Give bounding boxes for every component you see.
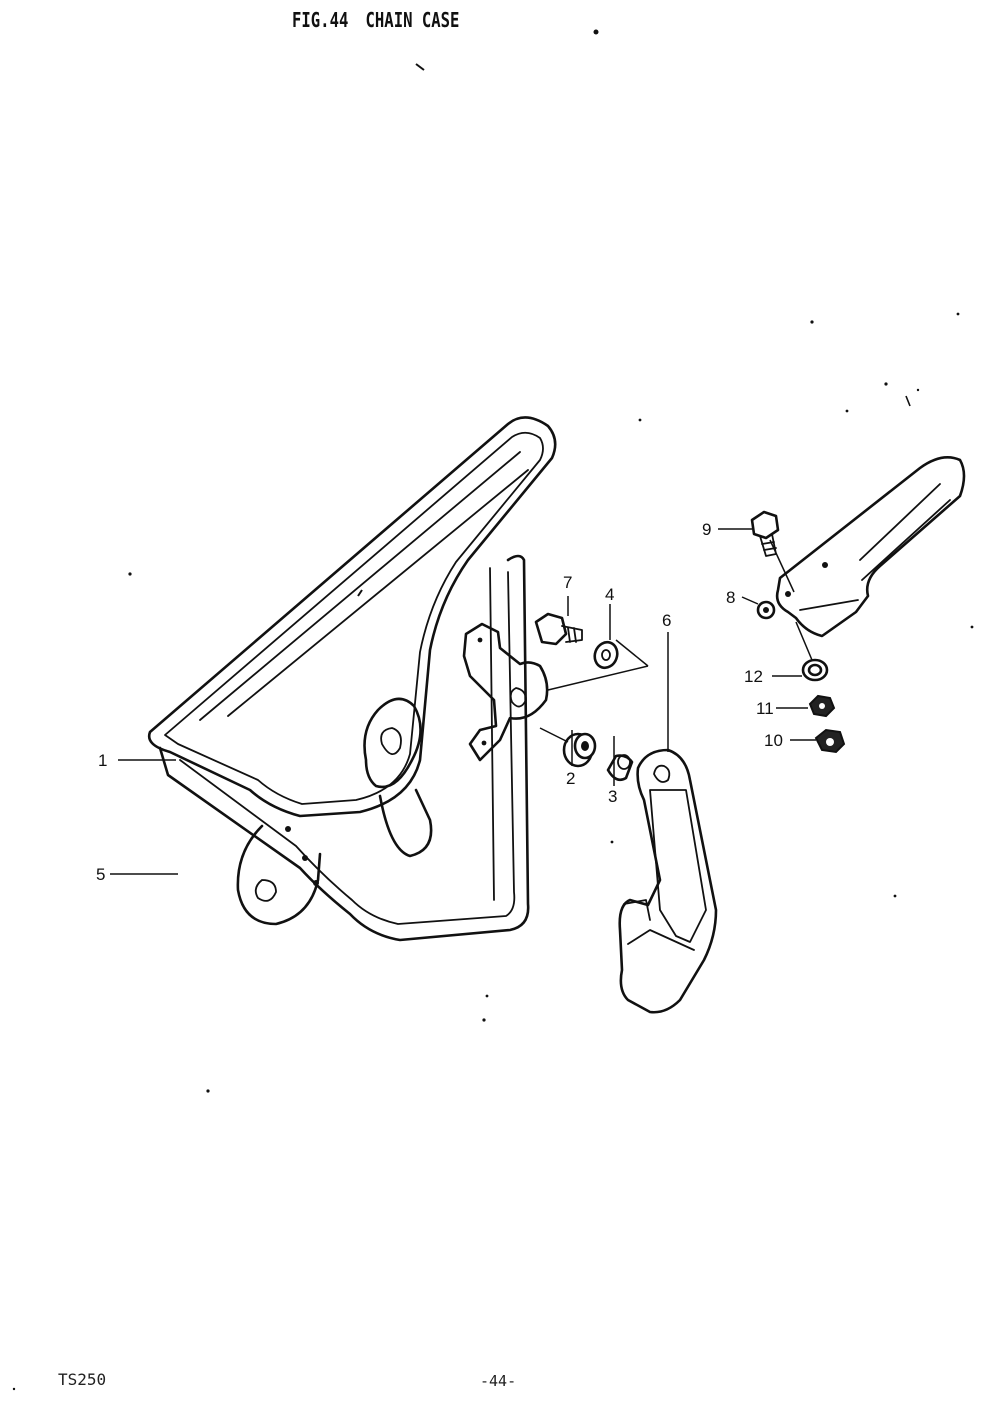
- part-6-chain-guide: [618, 748, 718, 1014]
- page-number: -44-: [480, 1372, 517, 1390]
- callout-10: 10: [764, 731, 783, 750]
- callout-5: 5: [96, 865, 105, 884]
- part-7-bolt: [534, 612, 583, 646]
- callout-8: 8: [726, 588, 735, 607]
- part-4-washer: [593, 640, 619, 670]
- part-1-chain-case: [147, 416, 557, 942]
- part-8-bracket-arm: [756, 456, 966, 638]
- figure-name: CHAIN CASE: [365, 8, 460, 32]
- model-code: TS250: [58, 1370, 107, 1389]
- part-2-grommet: [562, 732, 597, 768]
- scan-specks: [12, 29, 974, 1391]
- callout-4: 4: [605, 585, 614, 604]
- part-11-nut: [808, 694, 836, 718]
- callout-2: 2: [566, 769, 575, 788]
- callout-3: 3: [608, 787, 617, 806]
- callout-11: 11: [756, 699, 774, 718]
- part-10-nut: [814, 728, 846, 754]
- figure-title: FIG.44 CHAIN CASE: [292, 8, 459, 32]
- callout-12: 12: [744, 667, 763, 686]
- callout-labels: 1 5 7 4 6 2 3 9 8 12 11 10: [96, 520, 783, 884]
- part-12-washer: [801, 658, 829, 682]
- leader-lines: [110, 528, 816, 875]
- callout-7: 7: [563, 573, 572, 592]
- callout-9: 9: [702, 520, 711, 539]
- part-3-collar: [606, 754, 634, 782]
- callout-6: 6: [662, 611, 671, 630]
- part-9-bolt: [750, 510, 780, 557]
- callout-1: 1: [98, 751, 107, 770]
- figure-number: FIG.44: [292, 8, 349, 32]
